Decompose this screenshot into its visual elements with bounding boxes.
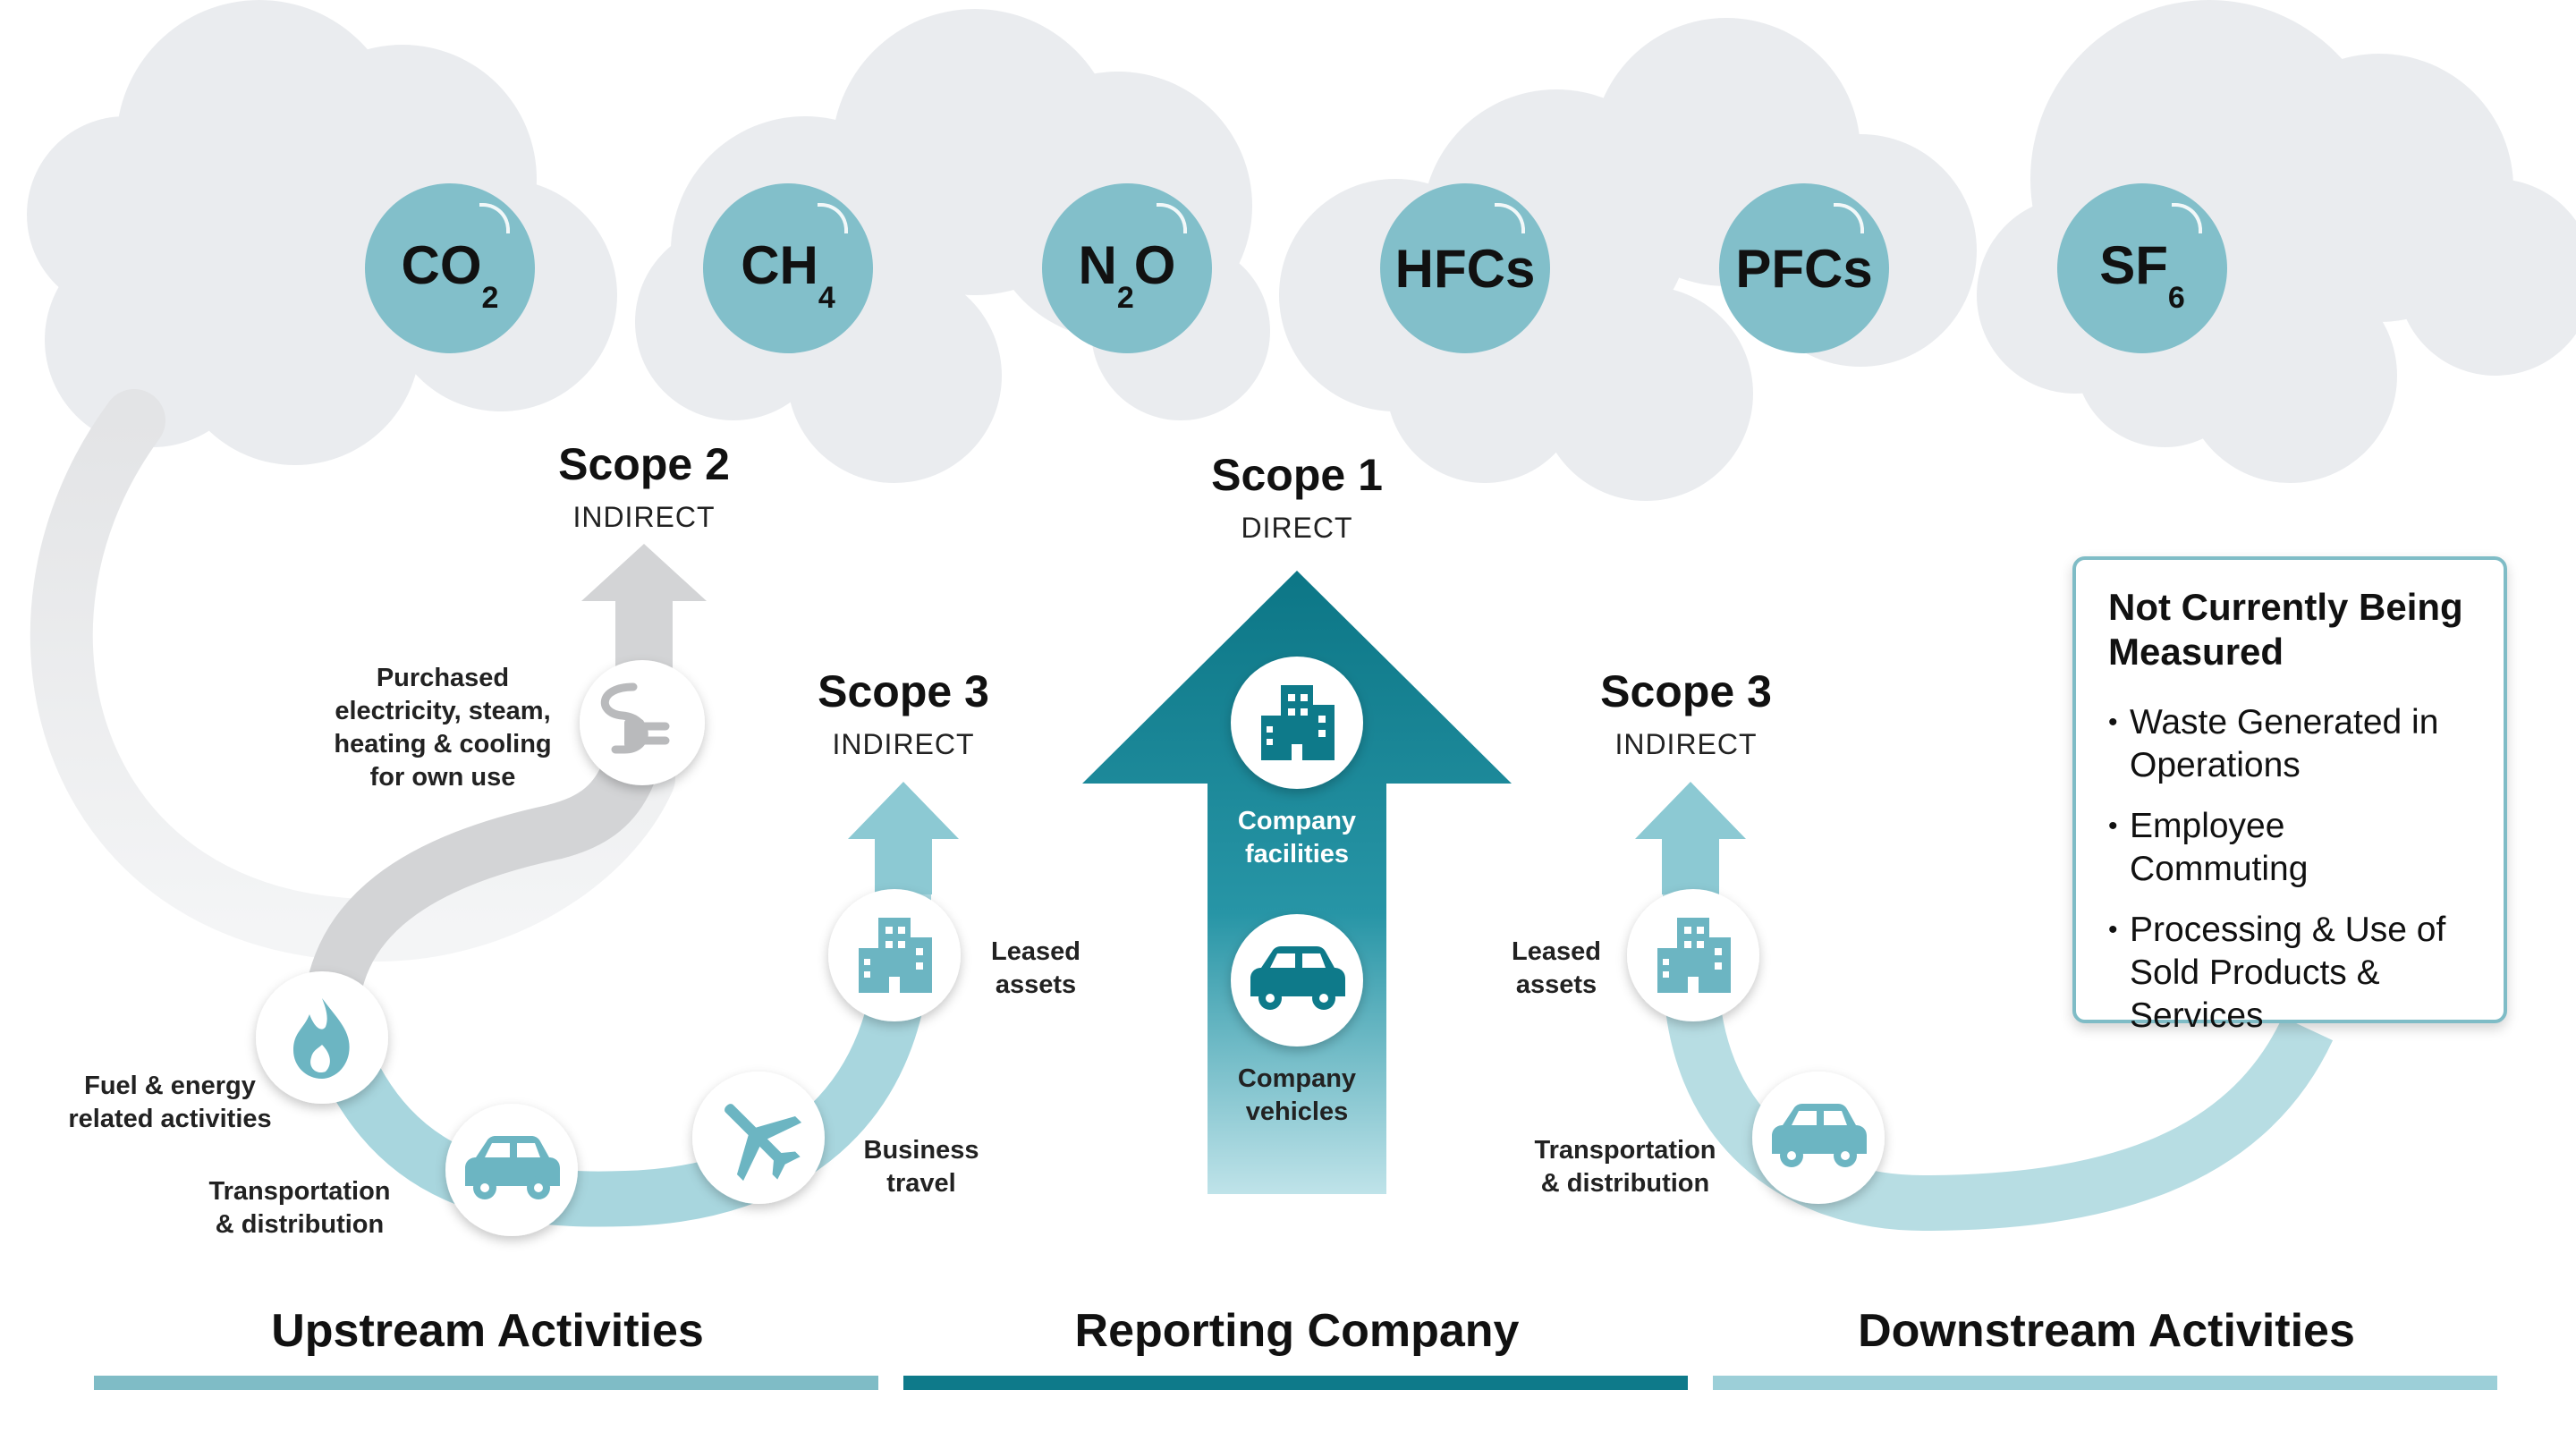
upstream-section-title: Upstream Activities: [271, 1305, 704, 1357]
scope2-subtitle: INDIRECT: [572, 501, 716, 533]
gas-label: N2O: [1078, 234, 1176, 315]
transport-upstream-label: Transportation & distribution: [208, 1177, 391, 1239]
company-facilities-label: Company facilities: [1237, 807, 1357, 869]
scope1-title: Scope 1: [1211, 450, 1383, 500]
scope3-downstream-header: Scope 3 INDIRECT: [1552, 665, 1820, 761]
sf6-icon: SF6: [2057, 183, 2227, 353]
list-item: Employee Commuting: [2108, 805, 2471, 891]
business-travel-label: Business travel: [863, 1136, 979, 1198]
scope1-header: Scope 1 DIRECT: [1163, 449, 1431, 545]
purchased-energy-label: Purchased electricity, steam, heating & …: [334, 664, 552, 792]
car-icon: [1250, 946, 1345, 1010]
upstream-teal-path: [314, 823, 931, 1227]
downstream-bar: [1713, 1376, 2497, 1390]
not-measured-panel: Not Currently Being Measured Waste Gener…: [2072, 556, 2507, 1035]
transport-downstream-label: Transportation & distribution: [1534, 1136, 1716, 1198]
co2-icon: CO2: [365, 183, 535, 353]
downstream-teal-path: [1663, 823, 2334, 1232]
fuel-energy-label: Fuel & energy related activities: [68, 1072, 272, 1133]
not-measured-title: Not Currently Being Measured: [2108, 586, 2463, 673]
building-icon: [1261, 685, 1335, 760]
gas-label: SF6: [2099, 234, 2185, 315]
scope3-down-arrow-head: [1635, 782, 1746, 894]
flame-icon: [293, 998, 350, 1079]
scope3-downstream-title: Scope 3: [1600, 666, 1772, 716]
n2o-icon: N2O: [1042, 183, 1212, 353]
downstream-section-title: Downstream Activities: [1858, 1305, 2355, 1357]
gas-label: PFCs: [1735, 238, 1873, 299]
scope3-upstream-header: Scope 3 INDIRECT: [769, 665, 1038, 761]
scope3-downstream-subtitle: INDIRECT: [1614, 728, 1758, 760]
hfcs-icon: HFCs: [1380, 183, 1550, 353]
airplane-icon: [724, 1104, 802, 1182]
plug-icon: [601, 682, 670, 754]
ch4-icon: CH4: [703, 183, 873, 353]
scope3-upstream-subtitle: INDIRECT: [832, 728, 975, 760]
leased-assets-downstream-label: Leased assets: [1512, 937, 1601, 999]
company-vehicles-label: Company vehicles: [1237, 1064, 1357, 1126]
gas-label: CO2: [401, 234, 499, 315]
scope2-arrow-head: [581, 544, 707, 689]
car-icon: [1772, 1104, 1867, 1167]
scope2-title: Scope 2: [558, 439, 730, 489]
gas-label: HFCs: [1394, 238, 1536, 299]
scope1-arrow: [1082, 571, 1512, 1194]
scope2-header: Scope 2 INDIRECT: [510, 438, 778, 534]
scope3-upstream-title: Scope 3: [818, 666, 989, 716]
upstream-loop-path: [30, 389, 675, 962]
car-icon: [465, 1136, 560, 1199]
reporting-section-title: Reporting Company: [1074, 1305, 1520, 1357]
not-measured-list: Waste Generated in Operations Employee C…: [2108, 701, 2471, 1038]
scope1-subtitle: DIRECT: [1241, 512, 1353, 544]
leased-assets-upstream-label: Leased assets: [991, 937, 1080, 999]
gas-label: CH4: [741, 234, 835, 315]
reporting-bar: [903, 1376, 1688, 1390]
building-icon: [859, 918, 932, 993]
scope3-up-arrow-head: [848, 782, 959, 894]
list-item: Waste Generated in Operations: [2108, 701, 2471, 787]
list-item: Processing & Use of Sold Products & Serv…: [2108, 909, 2471, 1038]
pfcs-icon: PFCs: [1719, 183, 1889, 353]
upstream-bar: [94, 1376, 878, 1390]
building-icon: [1657, 918, 1731, 993]
